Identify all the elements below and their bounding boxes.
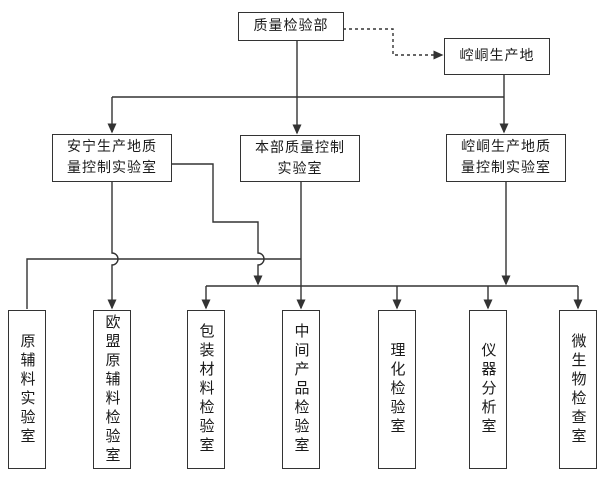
- connector-anning-to-shared-bus: [172, 163, 265, 286]
- node-raw-materials-lab: 原辅料实验室: [8, 310, 46, 469]
- node-intermediate-product-inspection-room: 中间产品检验室: [282, 310, 320, 469]
- node-label: 本部质量控制 实验室: [255, 139, 345, 177]
- node-label: 质量检验部: [253, 18, 329, 34]
- node-label: 安宁生产地质 量控制实验室: [67, 139, 157, 176]
- node-quality-inspection-dept: 质量检验部: [238, 12, 344, 41]
- node-label: 原辅料实验室: [18, 332, 37, 447]
- node-anning-site-qc-lab: 安宁生产地质 量控制实验室: [52, 134, 172, 182]
- node-label: 包装材料检验室: [197, 323, 216, 456]
- connector-anning-to-eu-room: [107, 182, 119, 310]
- node-physchem-inspection-room: 理化检验室: [378, 310, 416, 469]
- node-instrument-analysis-room: 仪器分析室: [469, 310, 507, 469]
- node-label: 中间产品检验室: [292, 323, 311, 456]
- node-label: 仪器分析室: [479, 342, 498, 437]
- connector-hq-to-raw-materials-lab: [26, 258, 301, 309]
- node-kongtong-site-qc-lab: 崆峒生产地质 量控制实验室: [446, 134, 566, 182]
- node-label: 理化检验室: [388, 342, 407, 437]
- node-label: 微生物检查室: [569, 332, 588, 447]
- node-microbiology-inspection-room: 微生物检查室: [559, 310, 597, 469]
- node-hq-qc-lab: 本部质量控制 实验室: [240, 135, 360, 182]
- connector-root-to-site: [343, 28, 444, 60]
- node-label: 崆峒生产地质 量控制实验室: [461, 139, 551, 176]
- node-label: 崆峒生产地: [459, 48, 535, 64]
- node-label: 欧盟原辅料检验室: [103, 313, 122, 466]
- node-kongtong-production-site: 崆峒生产地: [444, 38, 550, 75]
- node-packaging-materials-inspection-room: 包装材料检验室: [187, 310, 225, 469]
- node-eu-raw-materials-inspection-room: 欧盟原辅料检验室: [93, 310, 131, 469]
